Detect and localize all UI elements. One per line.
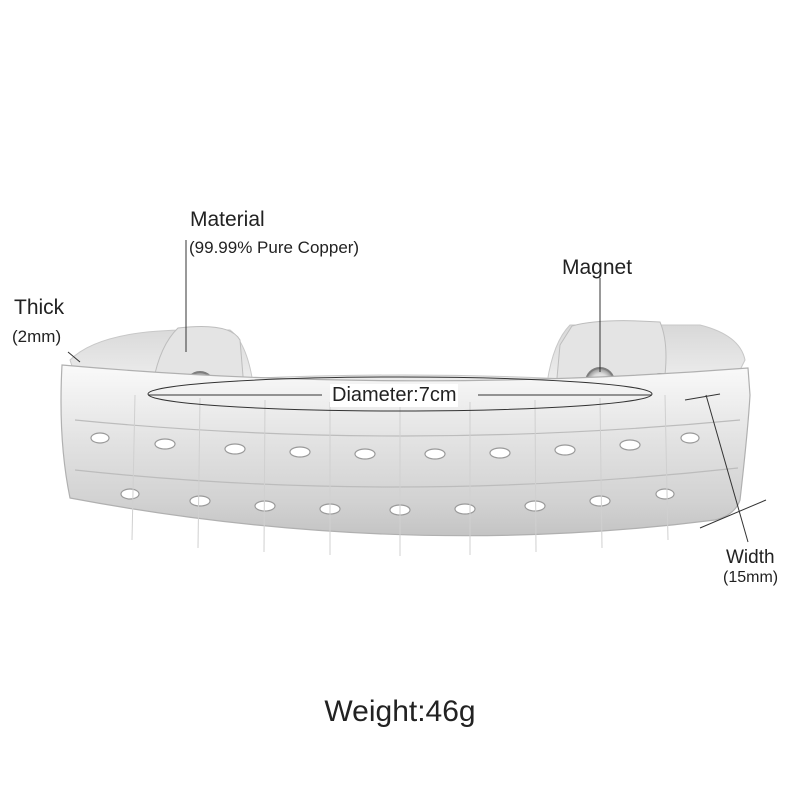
width-leader-diagonal [705, 394, 749, 543]
thick-value: (2mm) [12, 327, 62, 346]
width-tick-top [684, 393, 721, 401]
link-separators [131, 394, 669, 556]
diameter-label: Diameter:7cm [330, 384, 459, 407]
thick-leader [67, 351, 81, 363]
width-value: (15mm) [723, 569, 779, 586]
link-pattern [74, 419, 741, 488]
cuff-outer-band [60, 364, 751, 537]
annotation-lines [67, 240, 767, 543]
width-title: Width [726, 547, 775, 568]
thick-title: Thick [14, 296, 65, 319]
weight-label: Weight:46g [324, 695, 476, 728]
diameter-ellipse [147, 376, 653, 412]
width-tick-bottom [699, 499, 767, 529]
material-value: (99.99% Pure Copper) [189, 238, 360, 257]
magnet-title: Magnet [562, 256, 633, 279]
material-title: Material [190, 208, 265, 231]
